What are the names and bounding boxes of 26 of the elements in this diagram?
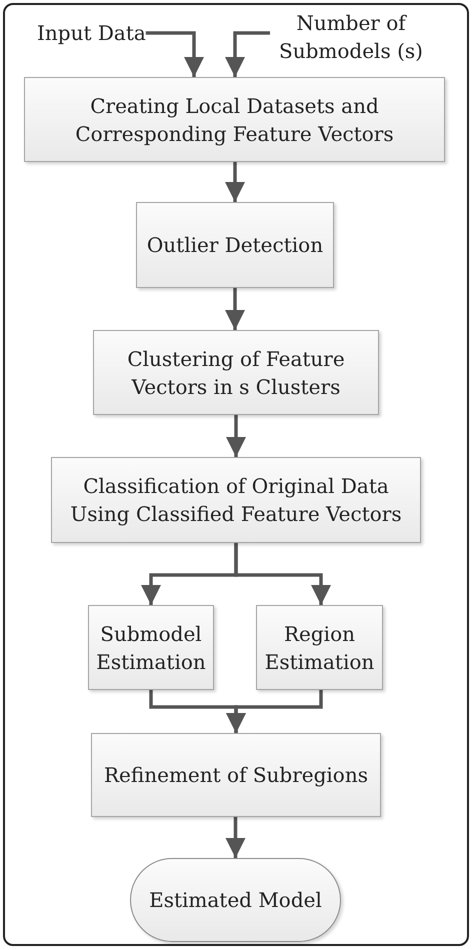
input-label: Input Data (37, 20, 146, 47)
process-box (88, 605, 214, 690)
step-label: Submodel Estimation (95, 620, 207, 676)
step-label: Classification of Original Data Using Classified Feature Vectors (69, 473, 403, 528)
arrow (225, 288, 245, 330)
process-box (51, 457, 421, 543)
step-label: Creating Local Datasets and Corresponding Feature Vectors (74, 92, 395, 148)
process-box (136, 202, 334, 288)
arrow (225, 31, 270, 77)
process-box (24, 77, 445, 162)
input-label: Number of Submodels (s) (278, 10, 424, 65)
arrow (226, 415, 246, 457)
process-box (256, 605, 383, 690)
arrow (226, 690, 323, 733)
step-label: Refinement of Subregions (104, 762, 368, 789)
process-box (91, 733, 381, 817)
arrow (225, 162, 245, 202)
arrow (146, 31, 204, 77)
terminal-box (130, 858, 341, 942)
arrow (234, 543, 331, 605)
end-label: Estimated Model (149, 887, 322, 914)
arrow (226, 817, 246, 858)
step-label: Region Estimation (264, 620, 376, 676)
step-label: Clustering of Feature Vectors in s Clusters (126, 346, 346, 400)
step-label: Outlier Detection (146, 232, 324, 259)
process-box (93, 330, 379, 415)
